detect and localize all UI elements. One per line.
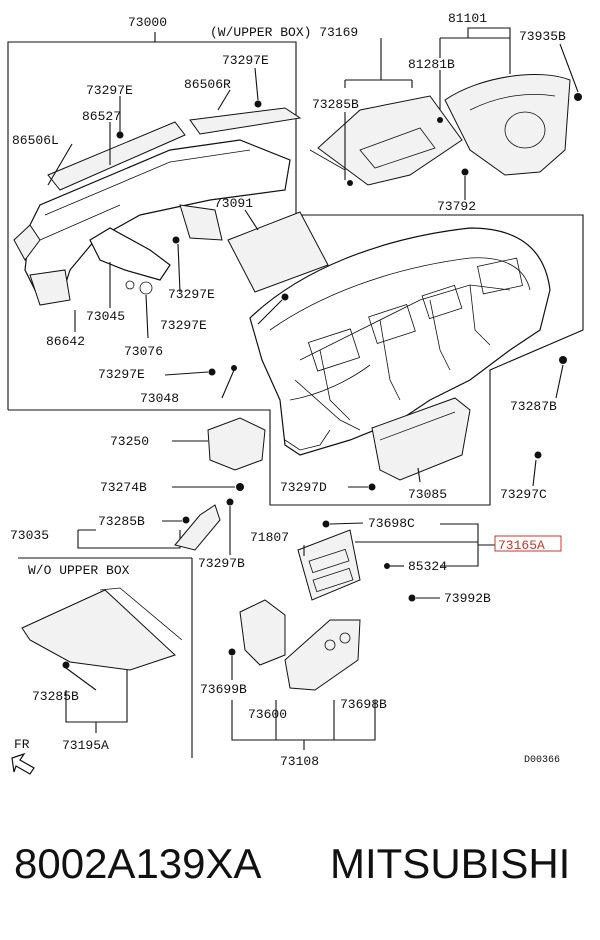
label-73698c: 73698C: [368, 516, 415, 531]
label-71807: 71807: [250, 530, 289, 545]
label-73000: 73000: [128, 15, 167, 30]
switch-panel: [284, 619, 361, 691]
label-73195a: 73195A: [62, 738, 109, 753]
label-86506r: 86506R: [184, 77, 231, 92]
label-73091: 73091: [214, 196, 253, 211]
label-73992b: 73992B: [444, 591, 491, 606]
label-73274b: 73274B: [100, 480, 147, 495]
bracket-73600: [239, 599, 286, 666]
meter-hood: [444, 74, 571, 176]
label-73600: 73600: [248, 707, 287, 722]
label-73285b-b: 73285B: [98, 514, 145, 529]
label-73297e-e: 73297E: [98, 367, 145, 382]
brand-name: MITSUBISHI: [330, 840, 571, 887]
part-number: 8002A139XA: [14, 840, 262, 887]
label-73297d: 73297D: [280, 480, 327, 495]
glove-box-door: [371, 397, 471, 481]
label-73165a: 73165A: [498, 538, 545, 553]
label-73250: 73250: [110, 434, 149, 449]
label-81281b: 81281B: [408, 57, 455, 72]
label-73935b: 73935B: [519, 29, 566, 44]
label-73035: 73035: [10, 528, 49, 543]
label-73287b: 73287B: [510, 399, 557, 414]
label-73045: 73045: [86, 309, 125, 324]
footer: 8002A139XA MITSUBISHI: [0, 840, 600, 910]
label-fr: FR: [14, 737, 30, 752]
leader-lines: [47, 43, 579, 691]
front-arrow-icon: [11, 752, 35, 775]
label-73297e-d: 73297E: [160, 318, 207, 333]
panel-73091: [227, 211, 329, 293]
fasteners: [62, 93, 582, 669]
label-73698b: 73698B: [340, 697, 387, 712]
label-86527: 86527: [82, 109, 121, 124]
duct-assembly: [13, 107, 302, 306]
label-85324: 85324: [408, 559, 447, 574]
label-wo-upper-box: W/O UPPER BOX: [28, 563, 130, 578]
label-73297e-c: 73297E: [168, 287, 215, 302]
label-86642: 86642: [46, 334, 85, 349]
label-73169: (W/UPPER BOX) 73169: [210, 25, 358, 40]
upper-box-wo: [21, 587, 183, 671]
label-73297c: 73297C: [500, 487, 547, 502]
label-73048: 73048: [140, 391, 179, 406]
instrument-panel: [249, 227, 551, 456]
label-73792: 73792: [437, 199, 476, 214]
label-73699b: 73699B: [200, 682, 247, 697]
label-73297e-a: 73297E: [222, 53, 269, 68]
highlight-box: [494, 535, 562, 552]
label-73297e-b: 73297E: [86, 83, 133, 98]
part-labels: 73000 (W/UPPER BOX) 73169 81101 73935B 7…: [10, 11, 566, 769]
diagram-code: D00366: [524, 755, 560, 766]
panel-73035: [174, 504, 221, 551]
center-panel: [297, 529, 361, 601]
label-73297b: 73297B: [198, 556, 245, 571]
upper-box: [309, 95, 463, 186]
label-73285b-c: 73285B: [32, 689, 79, 704]
label-86506l: 86506L: [12, 133, 59, 148]
label-81101: 81101: [448, 11, 487, 26]
label-73285b-a: 73285B: [312, 97, 359, 112]
label-73085: 73085: [408, 487, 447, 502]
label-73076: 73076: [124, 344, 163, 359]
label-73108: 73108: [280, 754, 319, 769]
module-73250: [207, 417, 266, 471]
